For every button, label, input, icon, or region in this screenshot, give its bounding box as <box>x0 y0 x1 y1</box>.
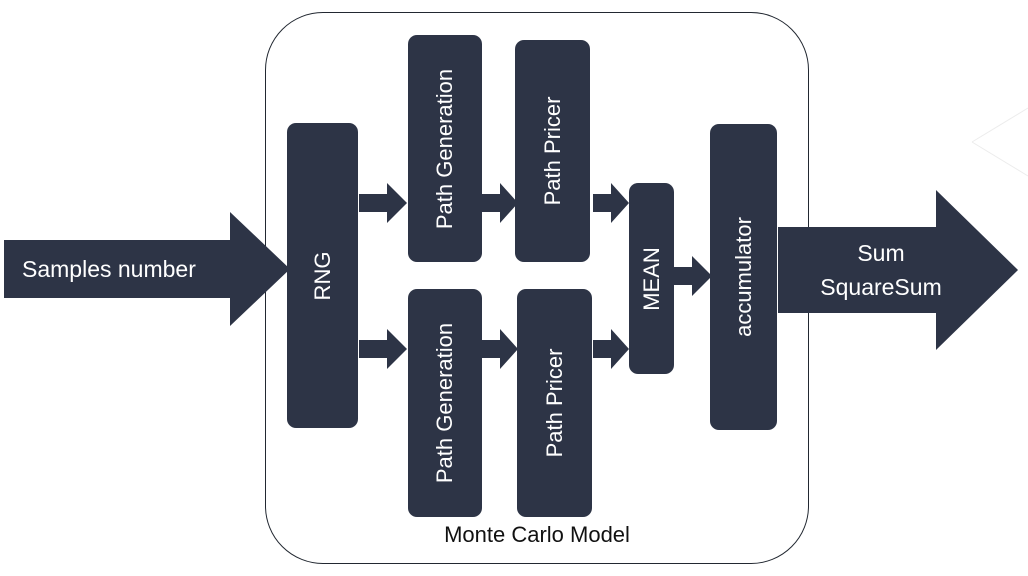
path-pricer-block-top: Path Pricer <box>515 40 590 262</box>
path-generation-block-top: Path Generation <box>408 35 482 262</box>
rng-label: RNG <box>309 251 335 300</box>
accumulator-block: accumulator <box>710 124 777 430</box>
accumulator-label: accumulator <box>730 217 756 337</box>
arrow-path-pricer-to-mean-top <box>593 183 629 223</box>
rng-block: RNG <box>287 123 358 428</box>
arrow-path-generation-to-path-pricer-bottom <box>482 329 518 369</box>
input-arrow <box>4 212 290 326</box>
path-pricer-label-bottom: Path Pricer <box>541 348 567 458</box>
monte-carlo-model-label: Monte Carlo Model <box>444 522 630 547</box>
path-pricer-label-top: Path Pricer <box>539 96 565 206</box>
path-pricer-block-bottom: Path Pricer <box>517 289 592 517</box>
mean-block: MEAN <box>629 183 674 374</box>
output-square-sum-label: SquareSum <box>820 274 942 300</box>
arrow-path-generation-to-path-pricer-top <box>482 183 518 223</box>
path-generation-block-bottom: Path Generation <box>408 289 482 517</box>
arrow-path-pricer-to-mean-bottom <box>593 329 629 369</box>
output-sum-label: Sum <box>857 240 905 266</box>
path-generation-label-bottom: Path Generation <box>432 322 457 484</box>
path-generation-label-top: Path Generation <box>432 68 457 229</box>
mean-label: MEAN <box>638 246 664 311</box>
arrow-rng-to-path-generation-bottom <box>359 329 407 369</box>
arrow-rng-to-path-generation-top <box>359 183 407 223</box>
output-arrow <box>778 190 1018 350</box>
samples-number-label: Samples number <box>22 256 196 282</box>
arrow-mean-to-accumulator <box>674 256 712 296</box>
